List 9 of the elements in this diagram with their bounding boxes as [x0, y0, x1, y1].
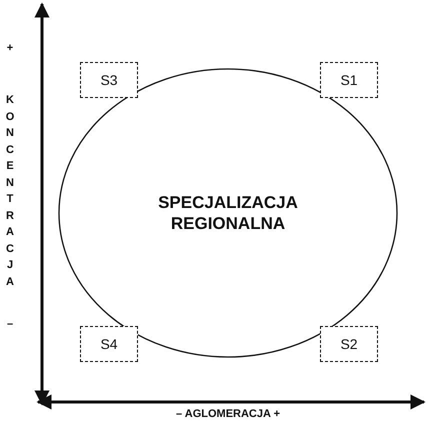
axis-label: –: [6, 317, 14, 332]
axis-label: +: [6, 41, 14, 56]
dashed-box: S4: [80, 326, 138, 362]
dashed-box: S1: [320, 62, 378, 98]
center-title: SPECJALIZACJA REGIONALNA: [157, 192, 299, 234]
dashed-box: S2: [320, 326, 378, 362]
axis-label: KONCENTRACJA: [4, 93, 16, 290]
dashed-box: S3: [80, 62, 138, 98]
axis-label: – AGLOMERACJA +: [174, 408, 281, 420]
